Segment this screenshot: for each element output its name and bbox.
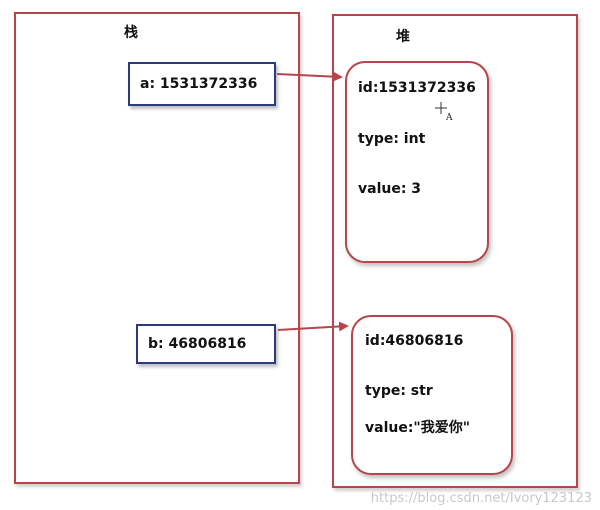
arrow-b-to-str bbox=[277, 321, 349, 332]
object-int-type: type: int bbox=[358, 131, 426, 147]
variable-b-box: b: 46806816 bbox=[136, 324, 276, 364]
object-int-id: id:1531372336 bbox=[358, 80, 476, 96]
heap-object-int bbox=[345, 61, 489, 263]
text-cursor-icon: A bbox=[435, 102, 453, 123]
stack-title: 栈 bbox=[124, 25, 138, 41]
object-str-id: id:46806816 bbox=[365, 333, 464, 349]
object-int-value: value: 3 bbox=[358, 181, 422, 197]
variable-a-box: a: 1531372336 bbox=[128, 62, 276, 106]
heap-title: 堆 bbox=[396, 29, 410, 45]
svg-text:A: A bbox=[445, 113, 453, 123]
object-str-type: type: str bbox=[365, 383, 433, 399]
watermark: https://blog.csdn.net/Ivory123123 bbox=[370, 491, 592, 506]
heap-object-str bbox=[351, 315, 513, 475]
arrow-a-to-int bbox=[276, 71, 343, 82]
object-str-value: value:"我爱你" bbox=[365, 420, 471, 436]
